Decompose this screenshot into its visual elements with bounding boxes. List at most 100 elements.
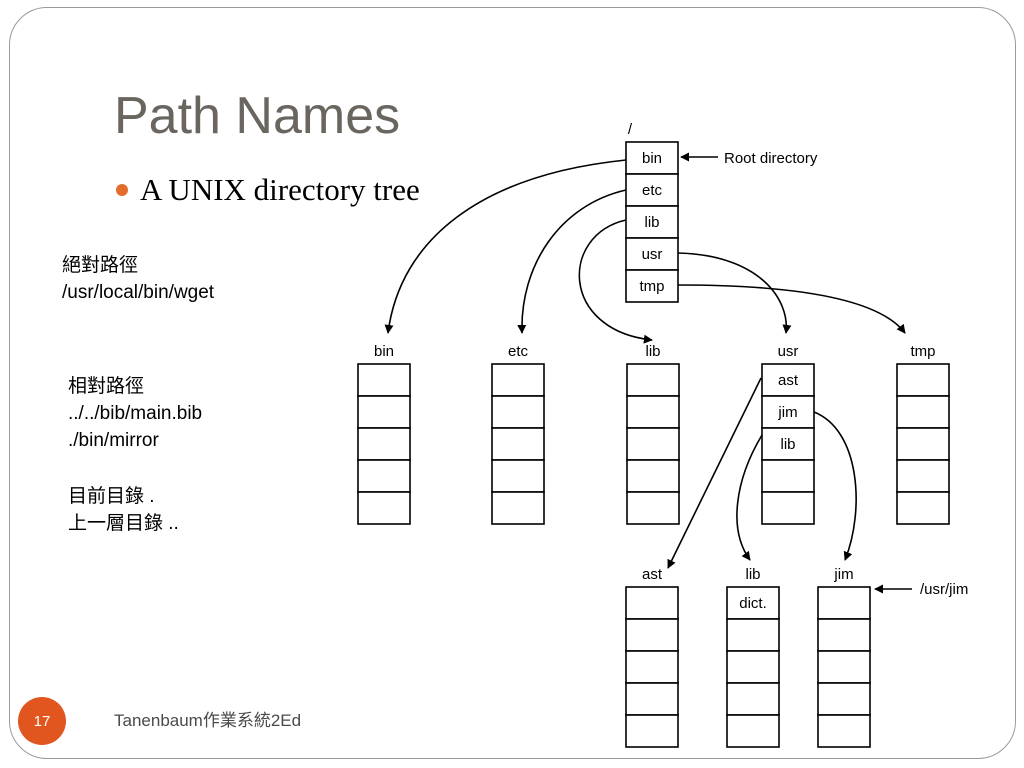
directory-slot [491, 427, 545, 461]
edge-usr-ast [667, 377, 762, 569]
directory-slot [491, 395, 545, 429]
directory-slot [761, 427, 815, 461]
directory-slot [357, 427, 411, 461]
edge-usr-jim [813, 411, 857, 561]
absolute-path-example: /usr/local/bin/wget [62, 282, 215, 303]
edge-usr-lib [736, 434, 763, 561]
footer-text: Tanenbaum作業系統2Ed [114, 711, 302, 730]
directory-label-usr: usr [778, 343, 799, 360]
bullet-dot-icon [116, 184, 128, 196]
parent-dir-note: 上一層目錄 .. [68, 513, 179, 534]
directory-jim: jim [817, 566, 871, 748]
directory-slot [491, 491, 545, 525]
root-label: / [628, 121, 633, 138]
directory-slot [817, 586, 871, 620]
absolute-path-note: 絕對路徑 /usr/local/bin/wget [62, 252, 214, 306]
directory-slot [626, 491, 680, 525]
directory-slot [625, 237, 679, 271]
directory-ast: ast [625, 566, 679, 748]
edge-root-etc [517, 189, 627, 334]
directory-slot [625, 714, 679, 748]
directory-slot [357, 395, 411, 429]
directory-slot [625, 618, 679, 652]
directory-slot [625, 650, 679, 684]
slide-frame [9, 7, 1016, 759]
directory-slot [896, 491, 950, 525]
directory-slot [817, 682, 871, 716]
bullet-text: A UNIX directory tree [140, 172, 420, 207]
edge-root-bin [384, 159, 627, 334]
entry-usr: usr [642, 246, 663, 263]
directory-slot [817, 618, 871, 652]
page-number-badge: 17 [18, 697, 66, 745]
directory-slot [491, 363, 545, 397]
directory-slot [357, 491, 411, 525]
directory-slot [491, 459, 545, 493]
dot-notation-note: 目前目錄 . 上一層目錄 .. [68, 483, 179, 537]
jim-path-annotation: /usr/jim [920, 581, 968, 598]
directory-slot [626, 395, 680, 429]
entry-lib: lib [780, 436, 795, 453]
level1-directories: bin etc lib usr ast jim lib tmp [357, 343, 950, 525]
root-directory: bin etc lib usr tmp [625, 141, 679, 303]
entry-etc: etc [642, 182, 663, 199]
directory-slot [625, 205, 679, 239]
directory-label-ast: ast [642, 566, 663, 583]
directory-slot [625, 173, 679, 207]
edge-root-tmp [677, 284, 906, 334]
directory-slot [625, 682, 679, 716]
directory-slot [626, 459, 680, 493]
entry-lib: lib [644, 214, 659, 231]
directory-slot [726, 714, 780, 748]
directory-bin: bin [357, 343, 411, 525]
relative-path-heading: 相對路徑 [68, 376, 145, 397]
directory-tmp: tmp [896, 343, 950, 525]
directory-lib: lib [626, 343, 680, 525]
directory-slot [625, 269, 679, 303]
directory-slot [896, 427, 950, 461]
entry-tmp: tmp [639, 278, 664, 295]
slide-title: Path Names [114, 87, 401, 145]
edge-root-usr [677, 252, 792, 334]
directory-label-etc: etc [508, 343, 529, 360]
directory-slot [817, 650, 871, 684]
entry-bin: bin [642, 150, 662, 167]
directory-slot [761, 395, 815, 429]
current-dir-note: 目前目錄 . [68, 486, 155, 507]
tree-edges [384, 152, 912, 594]
directory-label-lib: lib [645, 343, 660, 360]
root-directory-annotation: Root directory [724, 150, 818, 167]
directory-slot [357, 459, 411, 493]
entry-ast: ast [778, 372, 799, 389]
directory-slot [896, 395, 950, 429]
directory-slot [626, 363, 680, 397]
directory-slot [357, 363, 411, 397]
directory-slot [626, 427, 680, 461]
bullet-item: A UNIX directory tree [116, 172, 420, 208]
directory-slot [726, 618, 780, 652]
directory-slot [726, 650, 780, 684]
directory-slot [896, 459, 950, 493]
directory-label-jim: jim [833, 566, 853, 583]
directory-slot [726, 682, 780, 716]
entry-dict: dict. [739, 595, 767, 612]
page-number: 17 [33, 712, 51, 730]
relative-path-example-2: ./bin/mirror [68, 430, 159, 451]
relative-path-note: 相對路徑 ../../bib/main.bib ./bin/mirror [68, 373, 202, 454]
edge-root-lib [578, 219, 653, 344]
directory-root: bin etc lib usr tmp [625, 141, 679, 303]
directory-slot [761, 459, 815, 493]
absolute-path-heading: 絕對路徑 [62, 255, 139, 276]
directory-slot [761, 363, 815, 397]
entry-jim: jim [777, 404, 797, 421]
relative-path-example-1: ../../bib/main.bib [68, 403, 203, 424]
directory-usr: usr ast jim lib [761, 343, 815, 525]
directory-slot [896, 363, 950, 397]
directory-label-bin: bin [374, 343, 394, 360]
directory-slot [817, 714, 871, 748]
directory-slot [761, 491, 815, 525]
